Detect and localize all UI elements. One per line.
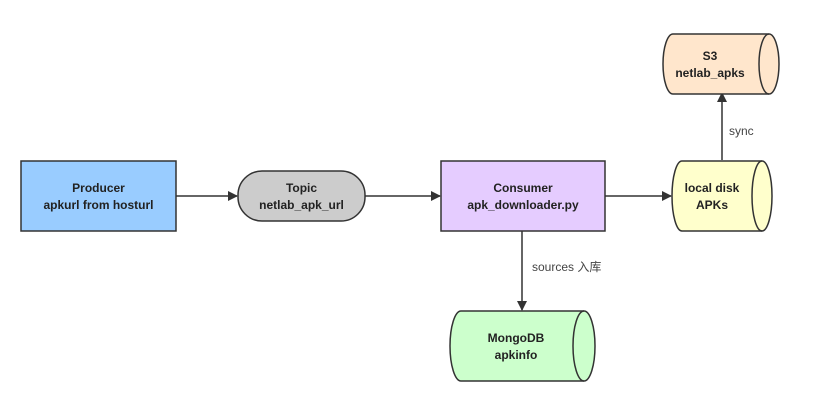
consumer-title: Consumer: [493, 181, 553, 195]
mongodb-subtitle: apkinfo: [495, 348, 538, 362]
node-producer[interactable]: Producer apkurl from hosturl: [20, 160, 177, 232]
edges: sync sources 入库: [176, 92, 754, 311]
topic-subtitle: netlab_apk_url: [259, 198, 344, 212]
node-mongodb[interactable]: MongoDB apkinfo: [449, 310, 596, 382]
s3-cylinder-cap: [758, 33, 770, 95]
edge-label-sources: sources 入库: [532, 259, 601, 274]
node-local-disk[interactable]: local disk APKs: [671, 160, 773, 232]
producer-box: [20, 160, 177, 232]
edge-label-sync: sync: [729, 124, 754, 138]
producer-title: Producer: [72, 181, 125, 195]
consumer-box: [440, 160, 606, 232]
local-disk-subtitle: APKs: [696, 198, 728, 212]
node-consumer[interactable]: Consumer apk_downloader.py: [440, 160, 606, 232]
mongodb-title: MongoDB: [488, 331, 545, 345]
node-topic[interactable]: Topic netlab_apk_url: [237, 170, 366, 222]
local-disk-cylinder-body: [671, 160, 773, 232]
producer-subtitle: apkurl from hosturl: [43, 198, 153, 212]
local-disk-cylinder-cap: [751, 160, 763, 232]
topic-box: [237, 170, 366, 222]
topic-title: Topic: [286, 181, 317, 195]
node-s3[interactable]: S3 netlab_apks: [662, 33, 780, 95]
mongodb-cylinder-cap: [572, 310, 585, 382]
consumer-subtitle: apk_downloader.py: [467, 198, 579, 212]
s3-subtitle: netlab_apks: [675, 66, 745, 80]
s3-title: S3: [703, 49, 718, 63]
local-disk-title: local disk: [685, 181, 740, 195]
